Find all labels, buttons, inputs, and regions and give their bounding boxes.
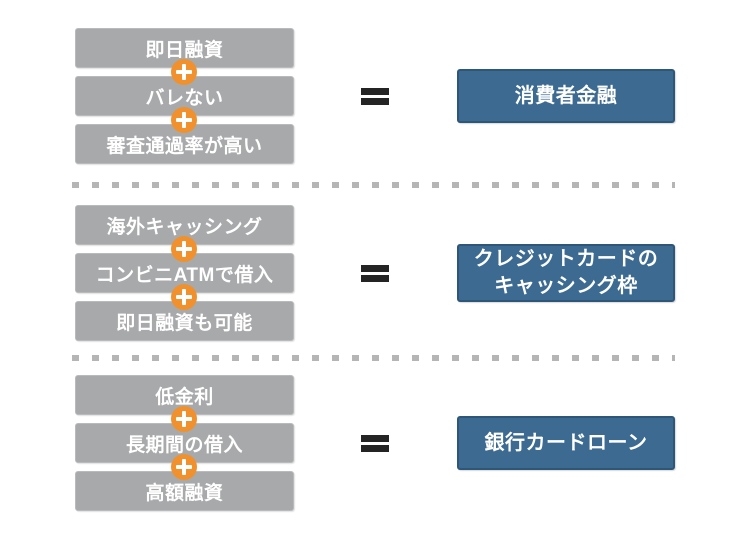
feature-label: 即日融資 [145, 39, 224, 61]
feature-label: 高額融資 [145, 482, 224, 504]
feature-label: 低金利 [155, 386, 214, 408]
feature-stack: 低金利 長期間の借入 高額融資 [75, 375, 294, 511]
plus-icon [171, 454, 197, 480]
plus-icon [171, 107, 197, 133]
equals-icon [361, 87, 389, 105]
plus-icon [171, 59, 197, 85]
plus-icon [171, 284, 197, 310]
plus-icon [171, 406, 197, 432]
feature-label: コンビニATMで借入 [95, 264, 274, 286]
plus-icon [171, 236, 197, 262]
result-label: 消費者金融 [514, 84, 618, 107]
result-label: クレジットカードの キャッシング枠 [473, 248, 659, 297]
feature-label: バレない [145, 87, 224, 109]
result-label: 銀行カードローン [484, 431, 648, 454]
dashed-divider [72, 182, 675, 188]
feature-label: 長期間の借入 [125, 434, 243, 456]
equals-icon [361, 434, 389, 452]
result-box: 銀行カードローン [457, 416, 675, 470]
equation-row-bank-card-loan: 低金利 長期間の借入 高額融資 銀行カードローン [0, 375, 750, 511]
feature-label: 海外キャッシング [106, 216, 263, 238]
equation-row-credit-card-cashing: 海外キャッシング コンビニATMで借入 即日融資も可能 クレジットカードの キャ… [0, 205, 750, 341]
feature-stack: 海外キャッシング コンビニATMで借入 即日融資も可能 [75, 205, 294, 341]
equals-icon [361, 264, 389, 282]
result-box: クレジットカードの キャッシング枠 [457, 244, 675, 302]
equation-row-consumer-finance: 即日融資 バレない 審査通過率が高い 消費者金融 [0, 28, 750, 164]
result-box: 消費者金融 [457, 69, 675, 123]
dashed-divider [72, 355, 675, 361]
feature-stack: 即日融資 バレない 審査通過率が高い [75, 28, 294, 164]
feature-label: 即日融資も可能 [116, 312, 253, 334]
feature-label: 審査通過率が高い [106, 135, 263, 157]
